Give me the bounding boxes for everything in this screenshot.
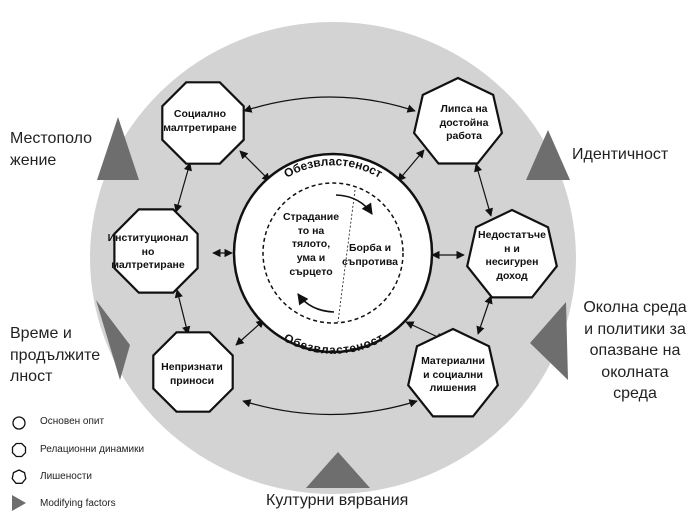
factor-label-time-duration: Време и продължите лност bbox=[10, 325, 101, 386]
arrow-center-unrecognized bbox=[235, 319, 265, 346]
node-shape-unrecognized-contributions bbox=[152, 331, 234, 413]
node-label-institutional-abuse: Институционал но малтретиране bbox=[107, 232, 189, 272]
node-label-unrecognized-contributions: Непризнати приноси bbox=[161, 361, 223, 387]
arrow-center-social bbox=[239, 150, 271, 182]
legend-octagon-icon bbox=[11, 442, 27, 458]
node-shape-institutional-abuse bbox=[113, 208, 199, 294]
node-shape-lack-of-decent-work bbox=[412, 76, 504, 165]
arrow-center-decentwork bbox=[397, 149, 425, 182]
arrow-unrecognized-to-deprivation bbox=[242, 399, 418, 416]
center-right-text: Борба и съпротива bbox=[341, 242, 399, 268]
legend-label-modifying-factors: Modifying factors bbox=[40, 498, 116, 509]
arrow-income-to-deprivation bbox=[476, 295, 493, 335]
factor-triangle-identity bbox=[526, 130, 570, 180]
node-shape-material-social-deprivation bbox=[407, 327, 499, 418]
legend-triangle-icon bbox=[12, 495, 26, 511]
center-cycle-arrow-top bbox=[335, 194, 373, 215]
factor-label-identity: Идентичност bbox=[572, 146, 669, 163]
legend-circle-icon bbox=[12, 416, 26, 430]
node-shape-insufficient-income bbox=[466, 208, 558, 299]
factor-label-cultural-beliefs: Културни вярвания bbox=[266, 492, 409, 509]
node-label-social-abuse: Социално малтретиране bbox=[163, 108, 237, 134]
legend-label-relational-dynamics: Релационни динамики bbox=[40, 444, 145, 455]
factor-triangle-time bbox=[96, 300, 130, 380]
legend-heptagon-icon bbox=[11, 469, 27, 484]
arrow-social-to-decentwork bbox=[243, 96, 416, 113]
node-shapes-group bbox=[113, 76, 558, 418]
center-left-text: Страдание то на тялото, ума и сърцето bbox=[282, 211, 340, 278]
node-label-deprivation: Материални и социални лишения bbox=[421, 355, 485, 395]
center-cycle-arrow-bottom bbox=[297, 293, 335, 313]
factor-label-location: Местополо жение bbox=[10, 130, 93, 169]
node-label-income: Недостатъче н и несигурен доход bbox=[478, 229, 546, 282]
legend-label-deprivations: Лишености bbox=[40, 471, 92, 482]
center-inner-dashed-ring bbox=[262, 182, 404, 324]
node-shape-social-abuse bbox=[161, 81, 245, 165]
factor-triangle-environment bbox=[530, 302, 568, 380]
arrow-decentwork-to-income bbox=[474, 163, 493, 217]
factor-triangle-location bbox=[97, 117, 139, 180]
legend-label-core-experience: Основен опит bbox=[40, 416, 105, 427]
node-label-decent-work: Липса на достойна работа bbox=[439, 103, 489, 143]
factor-label-environment-policy: Околна среда и политики за опазване на о… bbox=[583, 299, 687, 403]
arrow-institutional-to-unrecognized bbox=[174, 289, 191, 335]
arrow-social-to-institutional bbox=[174, 162, 192, 213]
factor-triangle-culture bbox=[306, 452, 370, 488]
